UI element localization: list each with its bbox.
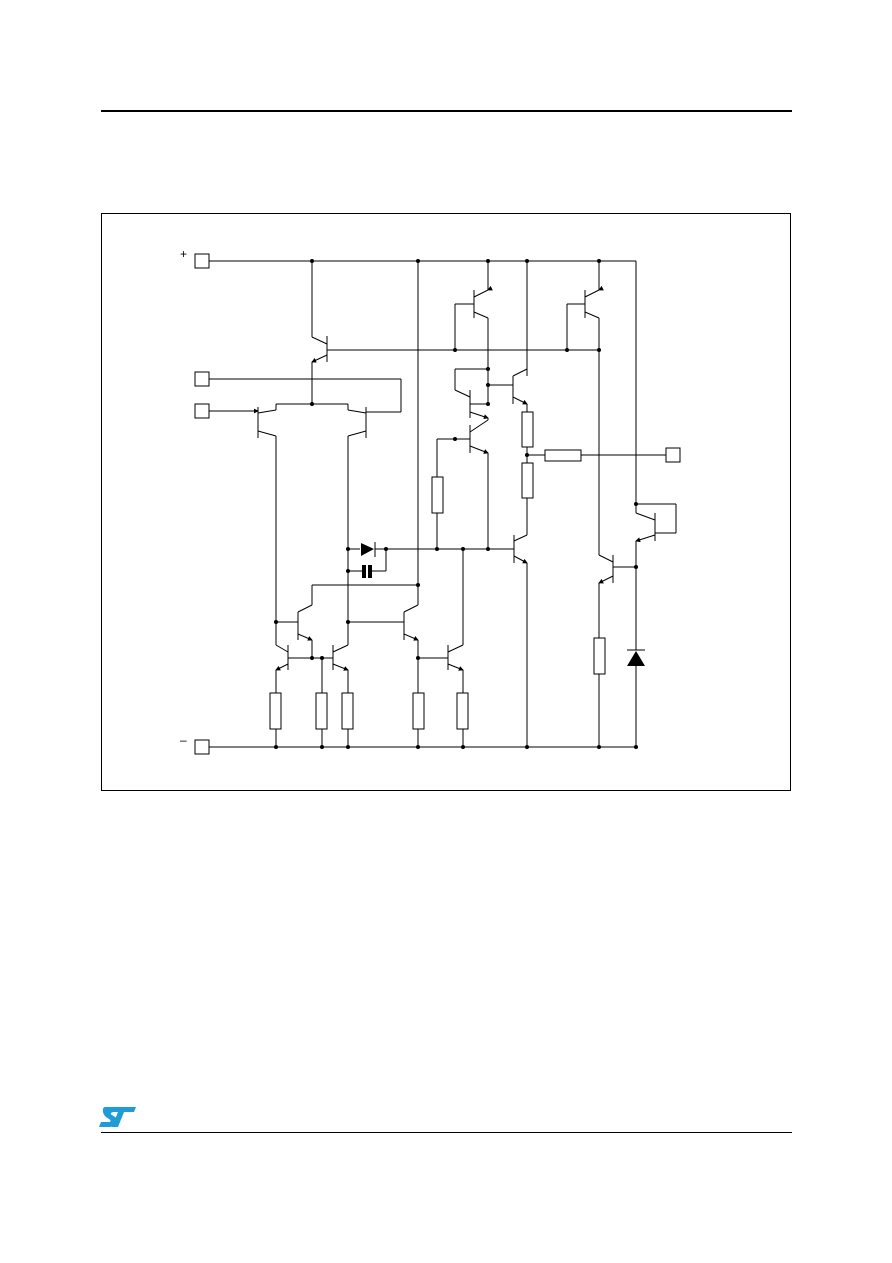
- minus-symbol: –: [180, 733, 187, 747]
- resistor-r2: [315, 692, 328, 730]
- terminal-vcc-minus: [194, 739, 210, 755]
- schematic-frame: [101, 213, 791, 791]
- resistor-r7: [521, 462, 534, 499]
- resistor-r10: [593, 637, 606, 675]
- resistor-r8: [544, 449, 582, 462]
- header-rule: [101, 110, 792, 112]
- diode-protection-icon: [627, 651, 645, 666]
- resistor-r3: [341, 692, 354, 730]
- resistor-r9: [431, 476, 444, 514]
- resistor-r4: [412, 692, 425, 730]
- terminal-output: [665, 447, 681, 463]
- plus-symbol: +: [180, 247, 188, 261]
- resistor-r1: [269, 692, 282, 730]
- terminal-inverting-input: [194, 371, 210, 387]
- terminal-vcc-plus: [194, 253, 210, 269]
- st-logo-icon: [99, 1107, 136, 1127]
- terminal-noninverting-input: [194, 403, 210, 419]
- resistor-r5: [456, 692, 469, 730]
- capacitor-plate-right: [368, 565, 372, 578]
- resistor-r6: [521, 411, 534, 448]
- footer-rule: [101, 1132, 792, 1133]
- diode-compensation-icon: [361, 543, 374, 556]
- junction-dots: [274, 259, 638, 749]
- capacitor-plate-left: [362, 565, 366, 578]
